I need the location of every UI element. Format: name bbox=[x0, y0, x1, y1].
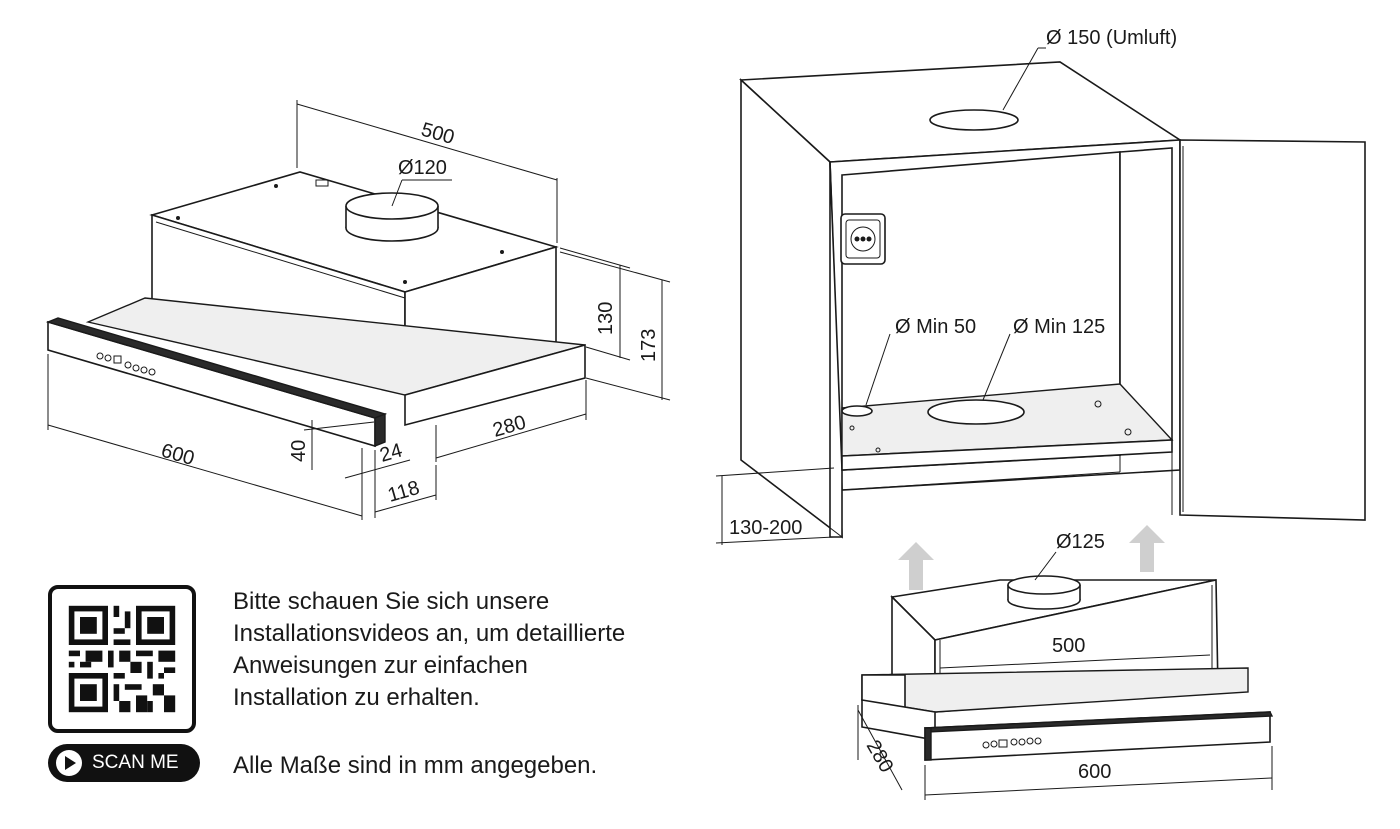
instruction-line-4: Installation zu erhalten. bbox=[233, 684, 480, 711]
instruction-line-3: Anweisungen zur einfachen bbox=[233, 652, 528, 679]
dim-40: 40 bbox=[288, 440, 310, 462]
scan-me-label: SCAN ME bbox=[92, 752, 179, 773]
units-note: Alle Maße sind in mm angegeben. bbox=[233, 752, 598, 779]
label-recirc-150: Ø 150 (Umluft) bbox=[1046, 27, 1177, 49]
arrow-up-icon bbox=[898, 542, 934, 590]
scan-me-badge[interactable]: SCAN ME bbox=[48, 744, 200, 782]
qr-code[interactable] bbox=[48, 585, 196, 733]
arrow-up-icon-2 bbox=[1129, 525, 1165, 572]
dim-280: 280 bbox=[490, 411, 528, 441]
dim-280-bottom: 280 bbox=[862, 737, 898, 777]
hood-iso-drawing: 500 Ø120 130 173 280 600 40 24 118 bbox=[45, 100, 671, 520]
dim-130-200: 130-200 bbox=[729, 517, 802, 539]
hood-front-drawing: Ø125 500 280 600 bbox=[857, 531, 1274, 800]
dim-173: 173 bbox=[638, 329, 660, 362]
dim-118: 118 bbox=[385, 477, 422, 507]
instruction-line-1: Bitte schauen Sie sich unsere bbox=[233, 588, 550, 615]
dim-500-bottom: 500 bbox=[1052, 635, 1085, 657]
dim-600-bottom: 600 bbox=[1078, 761, 1111, 783]
label-min-125: Ø Min 125 bbox=[1013, 316, 1105, 338]
control-buttons bbox=[96, 352, 156, 376]
dim-600: 600 bbox=[159, 440, 197, 470]
duct-collar bbox=[345, 192, 439, 242]
dim-130: 130 bbox=[595, 302, 617, 335]
instruction-line-2: Installationsvideos an, um detaillierte bbox=[233, 620, 626, 647]
label-min-50: Ø Min 50 bbox=[895, 316, 976, 338]
cabinet-drawing: Ø 150 (Umluft) Ø Min 50 Ø Min 125 130-20… bbox=[715, 27, 1366, 545]
power-socket bbox=[840, 213, 886, 265]
play-icon bbox=[56, 750, 82, 776]
instruction-text: Bitte schauen Sie sich unsere Installati… bbox=[233, 586, 625, 714]
dim-500-top: 500 bbox=[419, 119, 457, 149]
dim-duct-120: Ø120 bbox=[398, 157, 447, 179]
dim-duct-125: Ø125 bbox=[1056, 531, 1105, 553]
